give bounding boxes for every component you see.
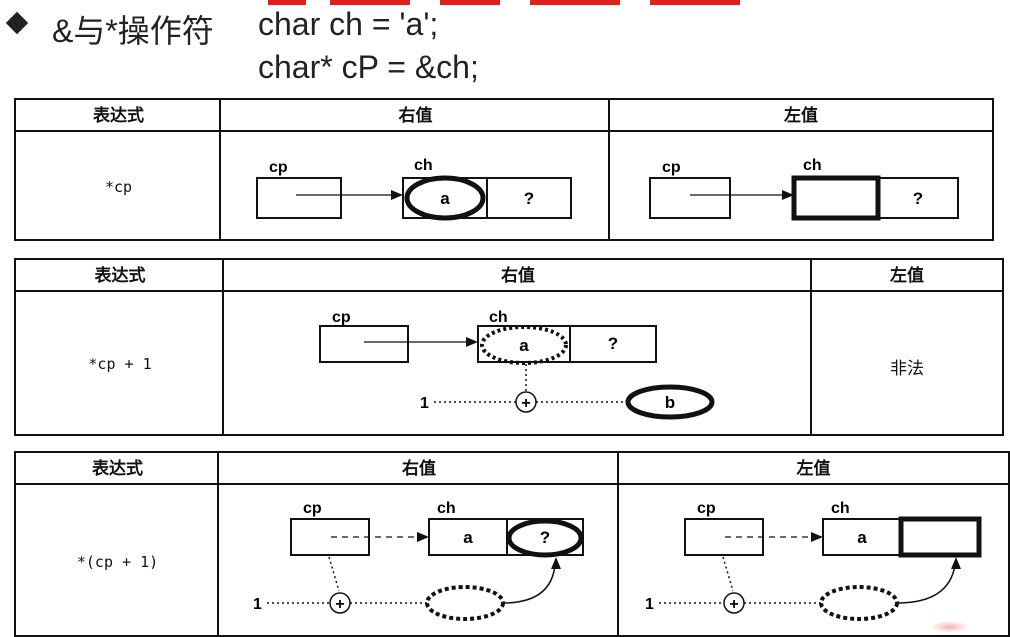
expression-text: *cp + 1 [88, 355, 152, 373]
column-divider [222, 260, 224, 434]
diamond-bullet-icon [5, 11, 29, 35]
cp-label: cp [332, 309, 351, 326]
arrow-head [417, 532, 429, 542]
header-rvalue: 右值 [221, 100, 610, 132]
cropped-title-fragment [530, 0, 620, 5]
arrow-head [782, 190, 794, 200]
arrow-head [391, 190, 403, 200]
header-lvalue: 左值 [619, 453, 1008, 485]
cropped-title-fragment [440, 0, 500, 5]
value-a: a [519, 336, 529, 355]
arrow-head [811, 532, 823, 542]
code-line-2: char* cP = &ch; [258, 49, 479, 85]
next-box [569, 325, 657, 363]
cp-label: cp [697, 500, 716, 517]
lvalue-diagram: cp ch a 1 + [645, 500, 982, 621]
dotted-circle [480, 325, 568, 365]
value-unknown: ? [608, 334, 618, 353]
cp-label: cp [303, 500, 322, 517]
header-expression: 表达式 [16, 100, 221, 132]
value-b: b [665, 393, 675, 412]
next-box [877, 177, 959, 219]
dotted-circle [425, 585, 505, 621]
column-divider [810, 260, 812, 434]
expression-text: *cp [104, 178, 133, 196]
cropped-title-fragment [268, 0, 306, 5]
ch-label: ch [803, 157, 822, 174]
cp-label: cp [662, 159, 681, 176]
ch-label: ch [414, 157, 433, 174]
pink-blot [930, 621, 970, 633]
header-lvalue: 左值 [610, 100, 992, 132]
ch-box-bold [791, 175, 881, 221]
cp-box [319, 325, 409, 363]
value-unknown: ? [913, 189, 923, 208]
plus-sign: + [729, 596, 738, 613]
code-line-1: char ch = 'a'; [258, 6, 439, 42]
value-unknown: ? [540, 528, 550, 547]
value-a: a [463, 528, 473, 547]
header-expression: 表达式 [16, 453, 219, 485]
rvalue-diagram: cp ch a ? [256, 157, 572, 221]
column-divider [608, 100, 610, 239]
column-divider [617, 453, 619, 635]
cp-box [256, 177, 342, 219]
arrow-head [951, 557, 961, 569]
constant-one: 1 [420, 395, 429, 412]
arrow-head [551, 557, 561, 569]
plus-sign: + [521, 395, 530, 412]
cropped-title-fragment [650, 0, 740, 5]
dotted-circle [819, 585, 899, 621]
value-unknown: ? [524, 189, 534, 208]
rvalue-diagram: cp ch a ? 1 + b [319, 309, 715, 420]
cropped-title-fragment [330, 0, 410, 5]
highlight-circle [506, 518, 584, 558]
pointer-curve [896, 564, 956, 604]
next-box-bold [898, 516, 982, 558]
illegal-text: 非法 [890, 359, 924, 378]
header-lvalue: 左值 [812, 260, 1002, 292]
cp-label: cp [269, 159, 288, 176]
constant-one: 1 [253, 596, 262, 613]
table-deref-cp-plus-1-paren: 表达式 右值 左值 *(cp + 1) cp ch a ? 1 + cp ch … [14, 451, 1010, 637]
header-rvalue: 右值 [224, 260, 812, 292]
slide-header: &与*操作符 char ch = 'a'; char* cP = &ch; [0, 0, 1010, 95]
ch-label: ch [437, 500, 456, 517]
table-deref-cp-plus-1: 表达式 右值 左值 *cp + 1 非法 cp ch a ? 1 + b [14, 258, 1004, 436]
pointer-curve [502, 564, 556, 604]
highlight-circle [404, 175, 486, 221]
lvalue-diagram: cp ch ? [649, 157, 959, 221]
result-circle [625, 384, 715, 420]
arrow-head [466, 337, 478, 347]
column-divider [217, 453, 219, 635]
ch-label: ch [489, 309, 508, 326]
section-heading: &与*操作符 [52, 13, 214, 49]
table-deref-cp: 表达式 右值 左值 *cp cp ch a ? cp ch ? [14, 98, 994, 241]
header-expression: 表达式 [16, 260, 224, 292]
ch-label: ch [831, 500, 850, 517]
column-divider [219, 100, 221, 239]
constant-one: 1 [645, 596, 654, 613]
plus-sign: + [335, 596, 344, 613]
next-box [486, 177, 572, 219]
expression-text: *(cp + 1) [76, 553, 159, 571]
cp-box [649, 177, 731, 219]
header-rvalue: 右值 [219, 453, 619, 485]
value-a: a [440, 189, 450, 208]
value-a: a [857, 528, 867, 547]
rvalue-diagram: cp ch a ? 1 + [253, 500, 584, 621]
